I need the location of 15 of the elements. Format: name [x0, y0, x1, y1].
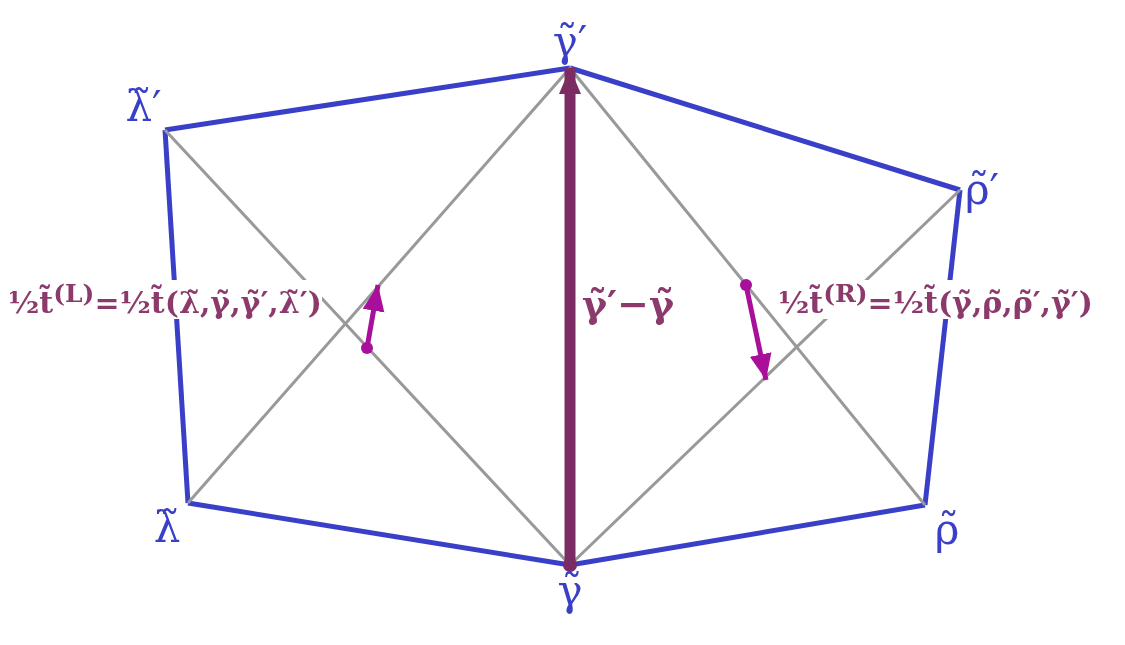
vertex-label: ρ̃′: [960, 164, 1004, 216]
connector-line: [568, 67, 927, 506]
vertex-label: λ̃: [146, 503, 188, 553]
vertex-label: γ̃′: [548, 16, 592, 68]
connector-line: [186, 67, 572, 504]
formula-label: ½t̃$^{(R)}$=½t̃(γ̃,ρ̃,ρ̃′,γ̃′): [778, 280, 1093, 319]
vertex-label: γ̃: [548, 565, 592, 617]
arrow: [559, 68, 581, 572]
formula-label: ½t̃$^{(L)}$=½t̃(λ̃,γ̃,γ̃′,λ̃′): [8, 280, 322, 319]
connector-line: [922, 189, 963, 506]
vertex-label: λ̃′: [122, 84, 165, 130]
connector-line: [162, 129, 191, 504]
vertex-label: ρ̃: [925, 505, 969, 555]
connector-line: [569, 65, 961, 193]
connector-line: [164, 65, 571, 133]
